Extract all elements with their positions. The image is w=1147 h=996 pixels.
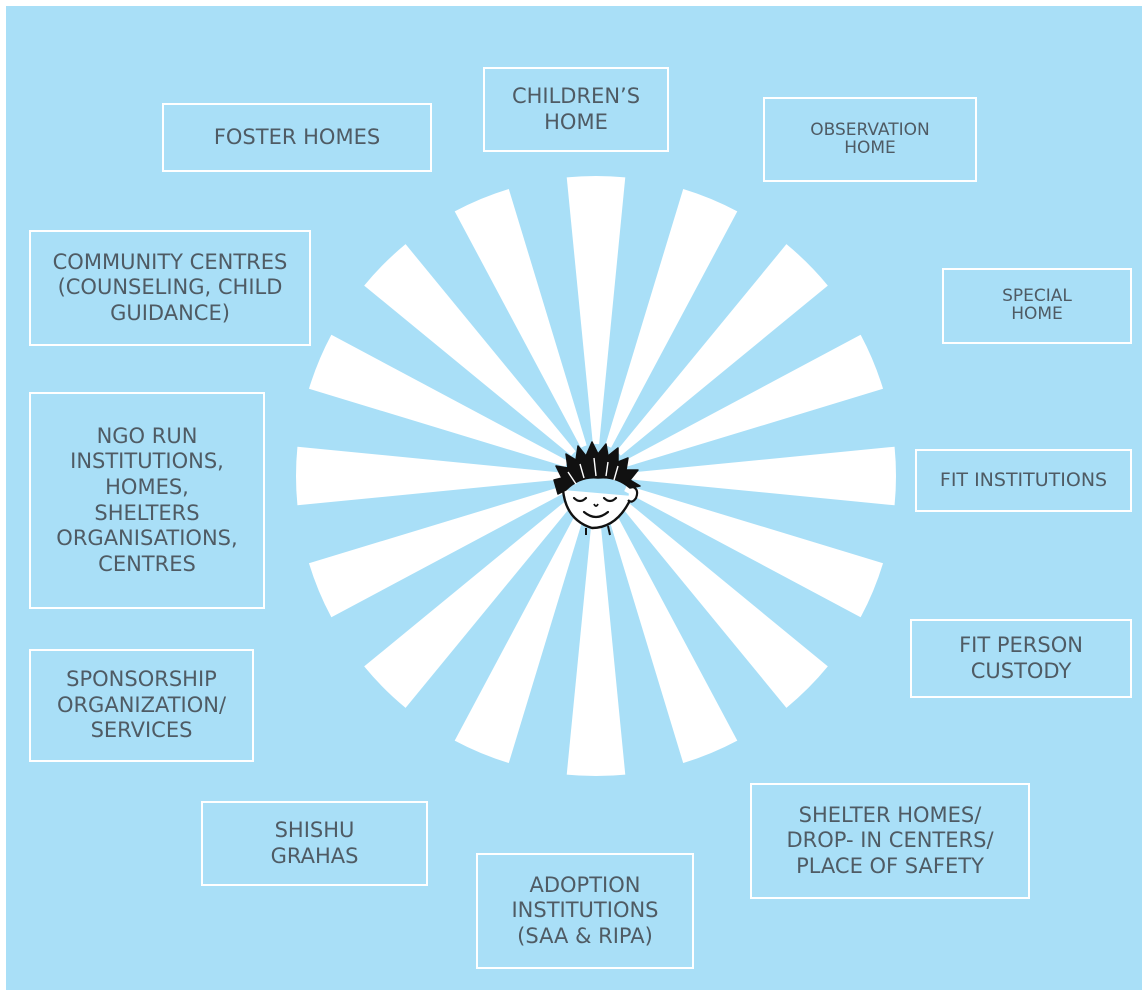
sunburst-ray [308, 334, 572, 468]
sunburst-ray [604, 188, 738, 452]
node-adoption-institutions: ADOPTION INSTITUTIONS (SAA & RIPA) [476, 853, 694, 969]
sunburst-ray [566, 176, 626, 449]
sunburst-ray [623, 446, 897, 506]
diagram-canvas: CHILDREN’S HOME FOSTER HOMES OBSERVATION… [6, 6, 1142, 990]
node-shelter-homes: SHELTER HOMES/ DROP- IN CENTERS/ PLACE O… [750, 783, 1030, 899]
sunburst-ray [566, 503, 626, 777]
node-fit-institutions: FIT INSTITUTIONS [915, 449, 1132, 512]
node-fit-person-custody-label: FIT PERSON CUSTODY [959, 632, 1083, 683]
node-foster-homes-label: FOSTER HOMES [213, 124, 381, 149]
node-shishu-grahas-label: SHISHU GRAHAS [270, 817, 359, 868]
node-community-centres-label: COMMUNITY CENTRES (COUNSELING, CHILD GUI… [52, 249, 288, 325]
sunburst-ray [364, 244, 579, 459]
node-sponsorship-organization: SPONSORSHIP ORGANIZATION/ SERVICES [29, 649, 254, 762]
node-fit-person-custody: FIT PERSON CUSTODY [910, 619, 1132, 698]
node-shelter-homes-label: SHELTER HOMES/ DROP- IN CENTERS/ PLACE O… [786, 802, 994, 878]
sunburst-ray [620, 334, 884, 468]
sunburst-ray [454, 188, 588, 452]
node-sponsorship-organization-label: SPONSORSHIP ORGANIZATION/ SERVICES [56, 667, 227, 743]
sunburst-ray [604, 500, 738, 764]
sunburst-ray [454, 500, 588, 764]
sunburst-ray [620, 484, 884, 618]
node-ngo-run-institutions-label: NGO RUN INSTITUTIONS, HOMES, SHELTERS OR… [56, 423, 238, 576]
sunburst-ray [613, 493, 828, 708]
node-childrens-home: CHILDREN’S HOME [483, 67, 669, 152]
sunburst-ray [296, 446, 569, 506]
node-observation-home-label: OBSERVATION HOME [810, 119, 930, 158]
sunburst-ray [613, 244, 828, 459]
sunburst-rays [296, 176, 897, 777]
node-foster-homes: FOSTER HOMES [162, 103, 432, 172]
sunburst-ray [364, 493, 579, 708]
node-community-centres: COMMUNITY CENTRES (COUNSELING, CHILD GUI… [29, 230, 311, 346]
node-childrens-home-label: CHILDREN’S HOME [511, 83, 641, 134]
node-fit-institutions-label: FIT INSTITUTIONS [939, 468, 1108, 491]
sunburst-ray [308, 484, 572, 618]
node-special-home: SPECIAL HOME [942, 268, 1132, 344]
node-shishu-grahas: SHISHU GRAHAS [201, 801, 428, 886]
node-ngo-run-institutions: NGO RUN INSTITUTIONS, HOMES, SHELTERS OR… [29, 392, 265, 609]
node-special-home-label: SPECIAL HOME [1002, 286, 1072, 324]
node-observation-home: OBSERVATION HOME [763, 97, 977, 182]
child-face-icon [553, 441, 641, 536]
node-adoption-institutions-label: ADOPTION INSTITUTIONS (SAA & RIPA) [511, 872, 659, 948]
